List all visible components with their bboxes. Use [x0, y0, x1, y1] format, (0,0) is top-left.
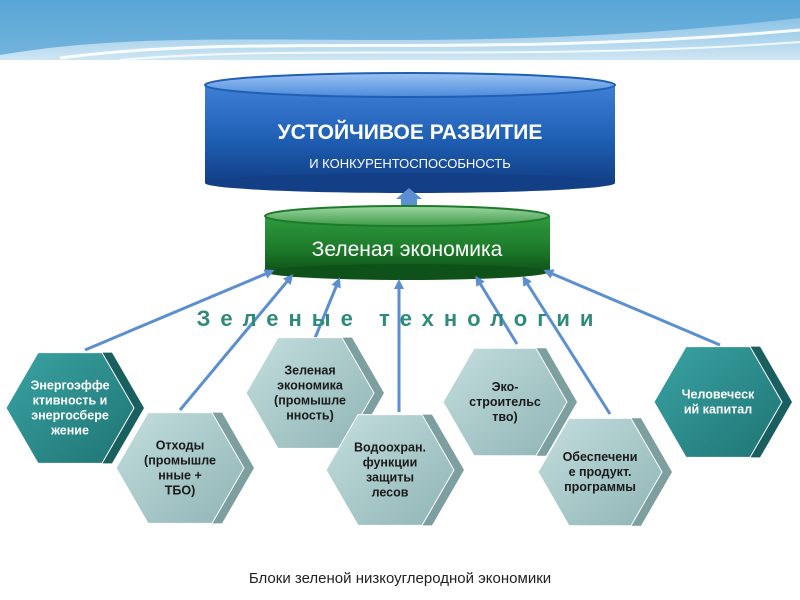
hexagon-face	[5, 352, 135, 464]
connector-arrows	[84, 269, 721, 415]
hexagon-label-line: лесов	[372, 486, 409, 500]
hexagon-label-line: (промышле	[274, 394, 346, 408]
hexagon-face	[537, 417, 663, 527]
hexagon-label-line: Водоохран.	[354, 441, 426, 455]
hexagon-label-line: Обеспечени	[563, 450, 638, 464]
hexagon-face	[653, 346, 783, 458]
hexagon-label-line: нные +	[158, 469, 202, 483]
top-block-subtitle: И КОНКУРЕНТОСПОСОБНОСТЬ	[309, 156, 511, 171]
hexagon-label-line: ТБО)	[165, 484, 196, 498]
arrow-5	[475, 275, 519, 345]
hexagon-label-line: Зеленая	[284, 364, 335, 378]
arrow-6	[522, 275, 612, 415]
hexagon-label-line: энергосбере	[31, 409, 109, 423]
hexagon-label-line: программы	[564, 480, 636, 494]
green-economy-cylinder: Зеленая экономика	[264, 205, 550, 280]
hexagon-label-line: Отходы	[156, 439, 205, 453]
arrow-2	[178, 274, 294, 411]
hexagon-label-line: е продукт.	[569, 465, 632, 479]
diagram-caption: Блоки зеленой низкоуглеродной экономики	[249, 570, 551, 587]
top-block-title: УСТОЙЧИВОЕ РАЗВИТИЕ	[278, 120, 543, 144]
hexagon-face	[325, 414, 455, 526]
hexagon-label-line: Энергоэффе	[30, 379, 109, 393]
hexagon-label-line: экономика	[277, 379, 344, 393]
arrow-7	[543, 269, 721, 347]
hexagon-label-line: нность)	[286, 409, 334, 423]
hexagon-label-line: тво)	[492, 410, 517, 424]
up-arrow-icon	[396, 188, 422, 208]
technologies-banner: Зеленые технологии	[197, 306, 604, 331]
hexagon-label-line: функции	[363, 456, 418, 470]
hexagon-label-line: защиты	[366, 471, 414, 485]
hexagon-label-line: (промышле	[144, 454, 216, 468]
hexagon-label-line: жение	[50, 424, 89, 438]
middle-block-label: Зеленая экономика	[312, 238, 503, 261]
hexagon-label-line: Человеческ	[682, 388, 755, 402]
hexagon-face	[442, 347, 568, 457]
sustainable-development-cylinder: УСТОЙЧИВОЕ РАЗВИТИЕ И КОНКУРЕНТОСПОСОБНО…	[204, 72, 616, 193]
hexagon-label-line: Эко-	[492, 380, 519, 394]
arrow-3	[313, 277, 341, 339]
header-decoration	[0, 0, 800, 61]
hexagon-face	[115, 412, 245, 524]
hexagon-label-line: строительс	[469, 395, 541, 409]
hexagon-label-line: ктивность и	[33, 394, 108, 408]
hexagon-label-line: ий капитал	[684, 403, 752, 417]
arrow-1	[84, 269, 275, 352]
